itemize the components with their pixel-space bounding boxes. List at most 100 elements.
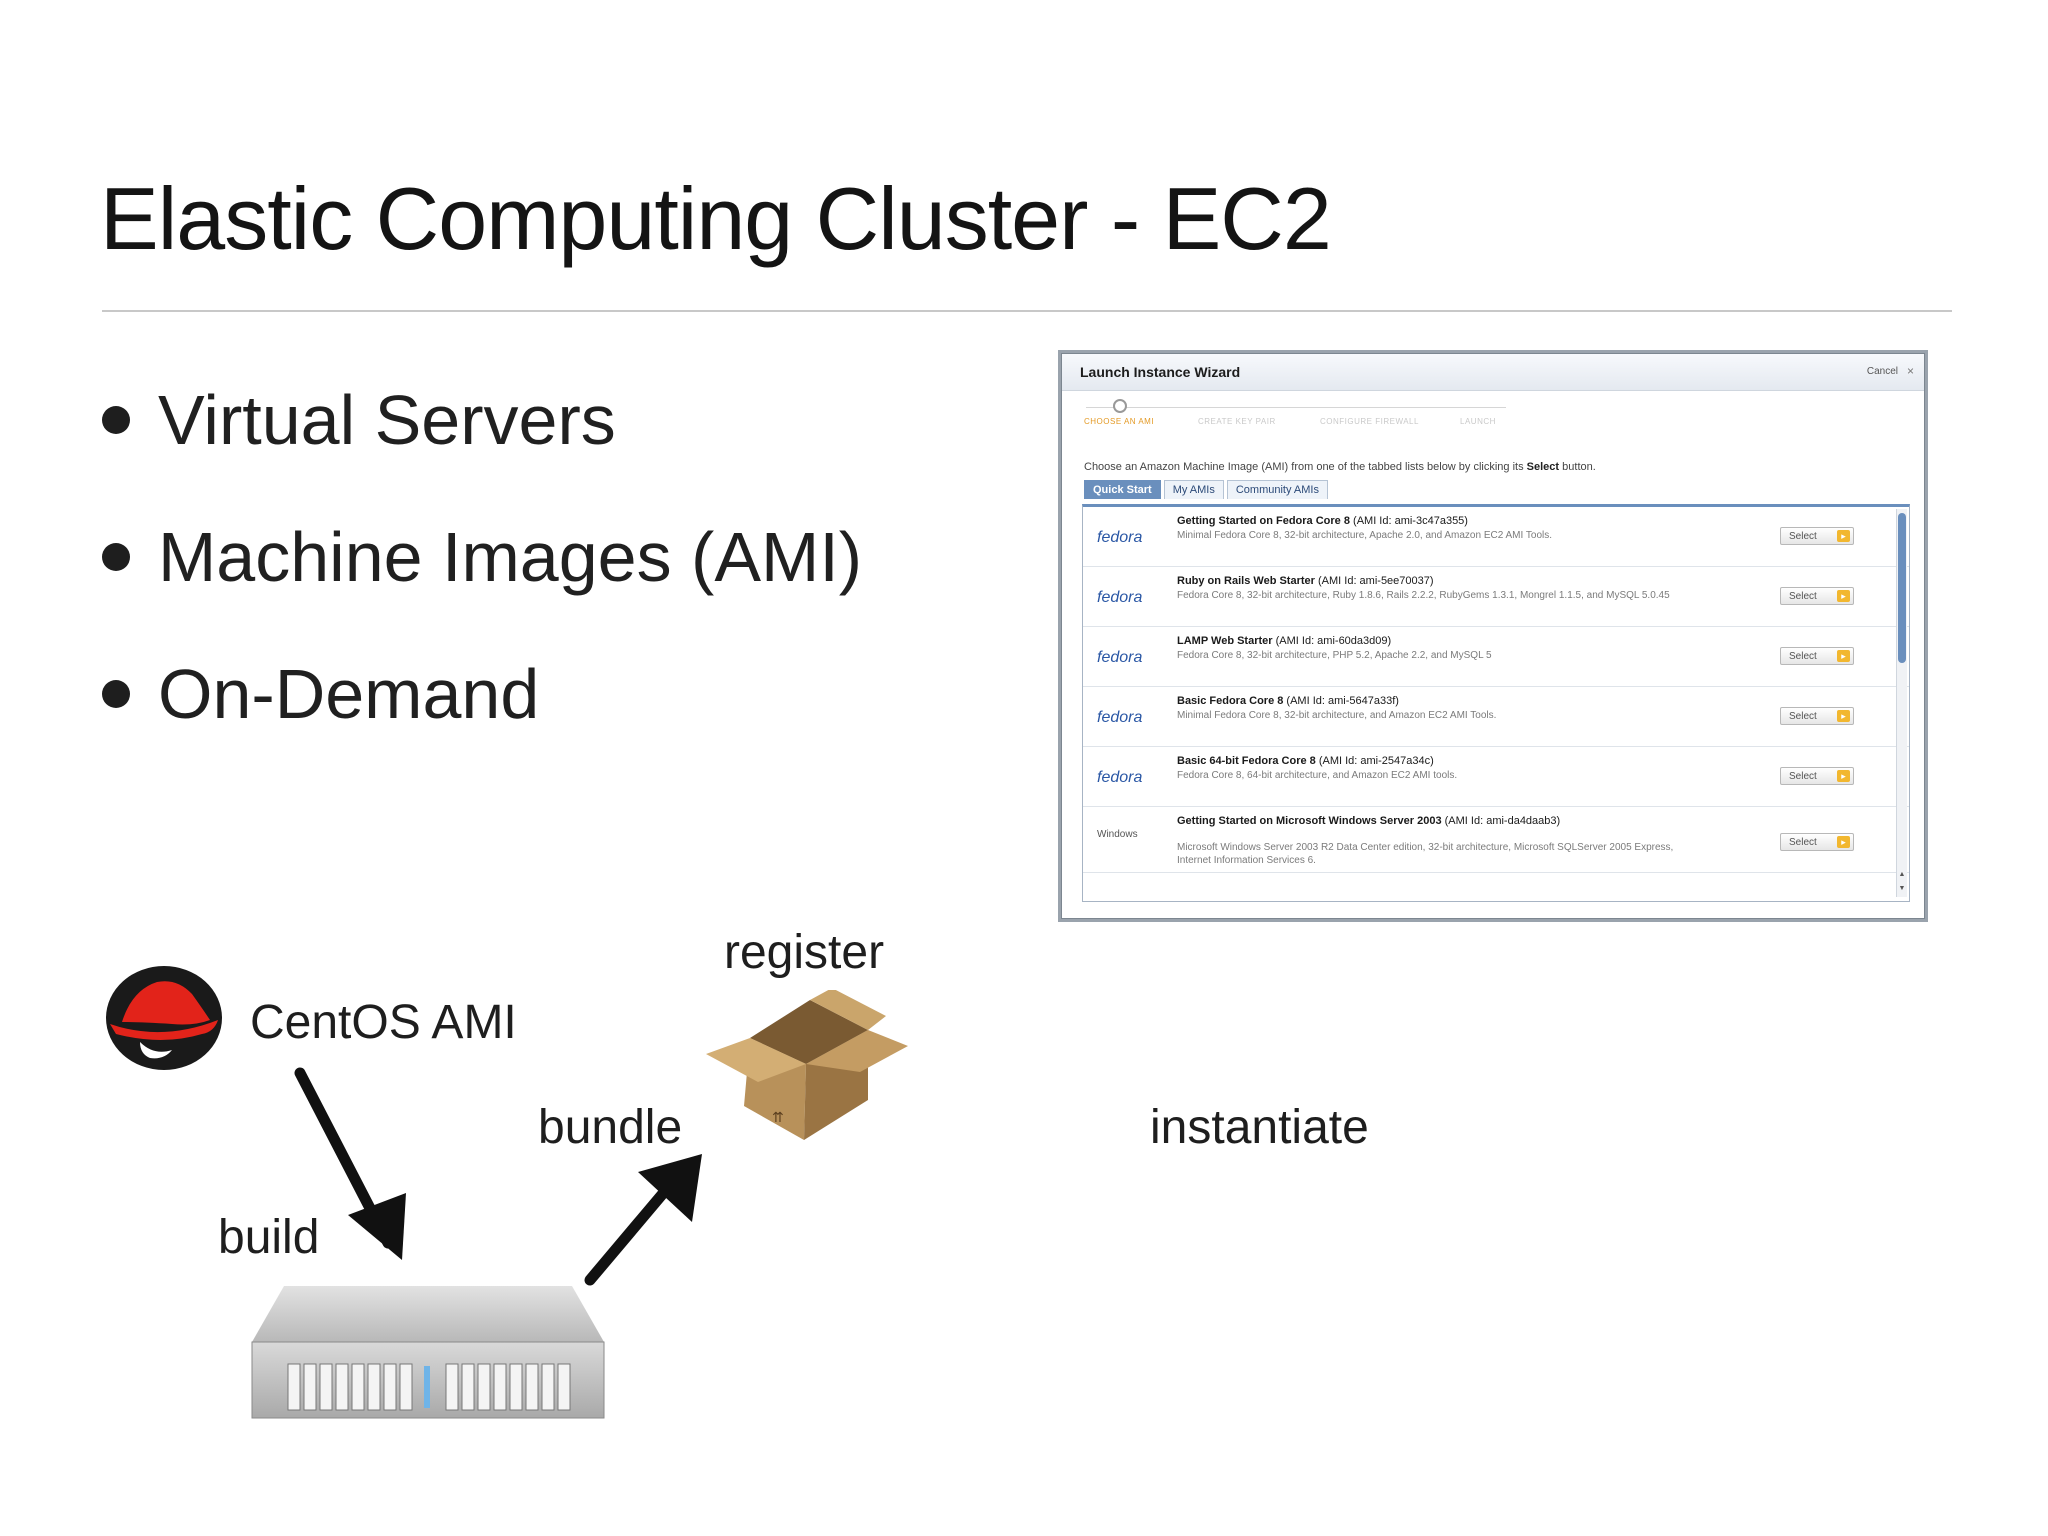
- select-button[interactable]: Select ▸: [1780, 767, 1854, 785]
- launch-instance-wizard: Launch Instance Wizard Cancel × CHOOSE A…: [1058, 350, 1928, 922]
- fedora-logo-icon: fedora: [1097, 769, 1143, 786]
- tab-my-amis[interactable]: My AMIs: [1163, 480, 1224, 499]
- ami-id: (AMI Id: ami-3c47a355): [1349, 515, 1468, 527]
- wizard-steps: CHOOSE AN AMI CREATE KEY PAIR CONFIGURE …: [1062, 391, 1924, 443]
- bullet-text: On-Demand: [158, 655, 540, 733]
- title-divider: [102, 310, 1952, 312]
- fedora-logo-icon: fedora: [1097, 529, 1143, 546]
- bullet-dot-icon: [102, 543, 130, 571]
- fedora-logo-icon: fedora: [1097, 589, 1143, 606]
- step-launch: LAUNCH: [1460, 417, 1496, 426]
- list-item: fedora Ruby on Rails Web Starter (AMI Id…: [1083, 567, 1909, 627]
- bullet-item: Virtual Servers: [100, 380, 862, 517]
- windows-logo-icon: Windows: [1097, 829, 1138, 840]
- list-scrollbar[interactable]: ▲ ▼: [1896, 509, 1907, 897]
- arrow-right-icon: ▸: [1837, 590, 1850, 602]
- arrow-right-icon: ▸: [1837, 530, 1850, 542]
- box-icon: ⇈: [706, 990, 908, 1140]
- build-arrow-icon: [294, 1067, 406, 1260]
- wizard-header: Launch Instance Wizard Cancel ×: [1062, 354, 1924, 391]
- bullet-item: On-Demand: [100, 654, 862, 791]
- ami-id: (AMI Id: ami-5647a33f): [1283, 695, 1399, 707]
- ami-description: Fedora Core 8, 32-bit architecture, PHP …: [1177, 650, 1492, 661]
- step-track: [1086, 407, 1506, 408]
- scroll-down-icon[interactable]: ▼: [1898, 885, 1906, 892]
- select-label: Select: [1789, 711, 1817, 722]
- bullet-dot-icon: [102, 406, 130, 434]
- select-button[interactable]: Select ▸: [1780, 647, 1854, 665]
- ami-description: Microsoft Windows Server 2003 R2 Data Ce…: [1177, 842, 1674, 866]
- list-item: Windows Getting Started on Microsoft Win…: [1083, 807, 1909, 873]
- list-item: fedora Basic Fedora Core 8 (AMI Id: ami-…: [1083, 687, 1909, 747]
- tab-quick-start[interactable]: Quick Start: [1084, 480, 1161, 499]
- description-suffix: button.: [1559, 461, 1596, 473]
- red-hat-logo-icon: [106, 966, 222, 1070]
- wizard-cancel-link[interactable]: Cancel: [1866, 366, 1898, 377]
- list-item: fedora Basic 64-bit Fedora Core 8 (AMI I…: [1083, 747, 1909, 807]
- bundle-label: bundle: [538, 1101, 683, 1154]
- arrow-right-icon: ▸: [1837, 836, 1850, 848]
- close-icon[interactable]: ×: [1906, 364, 1914, 378]
- ami-title: Basic Fedora Core 8 (AMI Id: ami-5647a33…: [1177, 695, 1697, 708]
- bullet-list: Virtual Servers Machine Images (AMI) On-…: [100, 380, 862, 791]
- wizard-description: Choose an Amazon Machine Image (AMI) fro…: [1084, 461, 1596, 473]
- bullet-text: Machine Images (AMI): [158, 518, 863, 596]
- ami-list: fedora Getting Started on Fedora Core 8 …: [1082, 504, 1910, 902]
- ami-id: (AMI Id: ami-60da3d09): [1272, 635, 1392, 647]
- wizard-title: Launch Instance Wizard: [1080, 364, 1241, 380]
- ami-name: Getting Started on Fedora Core 8: [1177, 515, 1350, 527]
- bullet-text: Virtual Servers: [158, 381, 616, 459]
- fedora-logo-icon: fedora: [1097, 709, 1143, 726]
- select-button[interactable]: Select ▸: [1780, 527, 1854, 545]
- ami-title: LAMP Web Starter (AMI Id: ami-60da3d09): [1177, 635, 1697, 648]
- ami-id: (AMI Id: ami-2547a34c): [1315, 755, 1434, 767]
- bundle-arrow-icon: [584, 1154, 702, 1286]
- scroll-up-icon[interactable]: ▲: [1898, 871, 1906, 878]
- select-button[interactable]: Select ▸: [1780, 833, 1854, 851]
- ami-description: Minimal Fedora Core 8, 32-bit architectu…: [1177, 530, 1553, 541]
- ami-id: (AMI Id: ami-da4daab3): [1441, 815, 1561, 827]
- ami-id: (AMI Id: ami-5ee70037): [1314, 575, 1434, 587]
- select-label: Select: [1789, 591, 1817, 602]
- ami-description: Fedora Core 8, 32-bit architecture, Ruby…: [1177, 590, 1670, 601]
- select-button[interactable]: Select ▸: [1780, 587, 1854, 605]
- slide-title: Elastic Computing Cluster - EC2: [100, 169, 1332, 268]
- arrow-right-icon: ▸: [1837, 770, 1850, 782]
- step-create-key-pair: CREATE KEY PAIR: [1198, 417, 1276, 426]
- ami-title: Getting Started on Fedora Core 8 (AMI Id…: [1177, 515, 1697, 528]
- select-label: Select: [1789, 651, 1817, 662]
- arrow-right-icon: ▸: [1837, 650, 1850, 662]
- ami-name: LAMP Web Starter: [1177, 635, 1273, 647]
- ami-title: Getting Started on Microsoft Windows Ser…: [1177, 815, 1697, 828]
- arrow-right-icon: ▸: [1837, 710, 1850, 722]
- select-label: Select: [1789, 531, 1817, 542]
- tab-community-amis[interactable]: Community AMIs: [1226, 480, 1328, 499]
- select-label: Select: [1789, 837, 1817, 848]
- scroll-thumb[interactable]: [1898, 513, 1906, 663]
- instantiate-label: instantiate: [1150, 1101, 1369, 1154]
- bullet-dot-icon: [102, 680, 130, 708]
- centos-ami-label: CentOS AMI: [250, 996, 517, 1049]
- ami-description: Fedora Core 8, 64-bit architecture, and …: [1177, 770, 1458, 781]
- description-bold: Select: [1526, 461, 1560, 473]
- bullet-item: Machine Images (AMI): [100, 517, 862, 654]
- step-indicator-icon: [1113, 399, 1127, 413]
- server-icon: [251, 1286, 605, 1419]
- svg-text:⇈: ⇈: [772, 1110, 784, 1126]
- ami-description: Minimal Fedora Core 8, 32-bit architectu…: [1177, 710, 1497, 721]
- ami-title: Ruby on Rails Web Starter (AMI Id: ami-5…: [1177, 575, 1697, 588]
- ami-name: Basic Fedora Core 8: [1177, 695, 1284, 707]
- step-configure-firewall: CONFIGURE FIREWALL: [1320, 417, 1419, 426]
- register-label: register: [724, 926, 885, 979]
- fedora-logo-icon: fedora: [1097, 649, 1143, 666]
- step-choose-ami: CHOOSE AN AMI: [1084, 417, 1155, 426]
- list-item: fedora Getting Started on Fedora Core 8 …: [1083, 507, 1909, 567]
- description-text: Choose an Amazon Machine Image (AMI) fro…: [1084, 461, 1527, 473]
- select-button[interactable]: Select ▸: [1780, 707, 1854, 725]
- ami-title: Basic 64-bit Fedora Core 8 (AMI Id: ami-…: [1177, 755, 1697, 768]
- list-item: fedora LAMP Web Starter (AMI Id: ami-60d…: [1083, 627, 1909, 687]
- select-label: Select: [1789, 771, 1817, 782]
- ami-name: Ruby on Rails Web Starter: [1177, 575, 1315, 587]
- build-label: build: [218, 1211, 320, 1264]
